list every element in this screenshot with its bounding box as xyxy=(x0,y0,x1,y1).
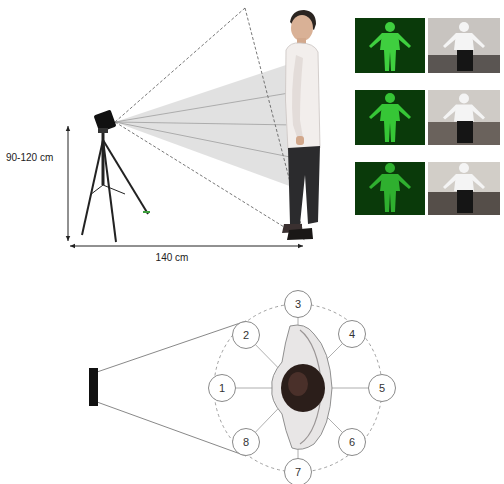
height-dimension xyxy=(68,126,69,241)
callout-number: 4 xyxy=(349,328,355,340)
position-circle: 8 xyxy=(232,428,260,456)
sensor-top xyxy=(89,368,98,406)
view-line xyxy=(97,321,246,372)
position-circle: 1 xyxy=(208,374,236,402)
view-line xyxy=(115,8,245,122)
tripod xyxy=(82,109,150,242)
view-line xyxy=(115,92,295,122)
callout-number: 1 xyxy=(219,382,225,394)
thumbnails xyxy=(355,18,500,215)
callout-number: 5 xyxy=(379,382,385,394)
callout-number: 8 xyxy=(243,436,249,448)
dimension-label: 90-120 cm xyxy=(4,152,55,163)
person-side xyxy=(282,10,320,240)
position-circle: 4 xyxy=(338,320,366,348)
callout-number: 6 xyxy=(349,436,355,448)
spoke-lines xyxy=(222,304,382,472)
position-circle: 7 xyxy=(284,458,312,484)
position-circle: 6 xyxy=(338,428,366,456)
callout-number: 3 xyxy=(295,298,301,310)
view-line xyxy=(115,122,305,240)
position-circle: 5 xyxy=(368,374,396,402)
position-ring xyxy=(214,304,382,472)
dimension-label: 140 cm xyxy=(154,252,191,263)
person-top xyxy=(272,325,332,449)
position-circle: 2 xyxy=(232,321,260,349)
callout-number: 7 xyxy=(295,466,301,478)
position-circle: 3 xyxy=(284,290,312,318)
view-line xyxy=(115,122,295,158)
view-line xyxy=(115,122,295,125)
view-line xyxy=(97,402,246,456)
callout-number: 2 xyxy=(243,329,249,341)
view-cone xyxy=(115,62,295,188)
distance-dimension xyxy=(70,246,303,247)
